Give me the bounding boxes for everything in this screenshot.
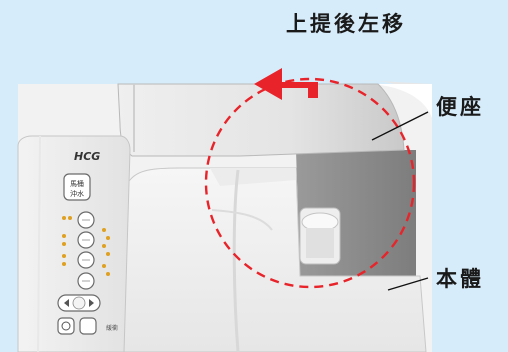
- hinge: [299, 207, 341, 265]
- panel-side-text: 緩衝: [106, 324, 118, 332]
- panel-button-bottom-1: [57, 317, 75, 335]
- flush-button-label-1: 馬桶: [70, 179, 84, 188]
- direction-control: [57, 294, 101, 312]
- dashed-circle-highlight: [204, 77, 416, 289]
- flush-button: [63, 173, 91, 201]
- panel-button-bottom-2: [79, 317, 97, 335]
- flush-button-label-2: 沖水: [70, 189, 84, 198]
- arrow-up-left-icon: [254, 68, 318, 100]
- leader-line-seat: [371, 111, 429, 141]
- seat-lid: [117, 83, 405, 157]
- brand-logo: HCG: [74, 150, 100, 163]
- label-body: 本體: [436, 267, 484, 291]
- label-seat: 便座: [436, 95, 484, 119]
- product-photo: HCG 馬桶 沖水: [17, 80, 432, 352]
- control-panel: HCG 馬桶 沖水: [17, 135, 131, 352]
- leader-line-body: [387, 277, 429, 291]
- indicator-dots: [62, 216, 110, 276]
- instruction-title: 上提後左移: [286, 12, 406, 36]
